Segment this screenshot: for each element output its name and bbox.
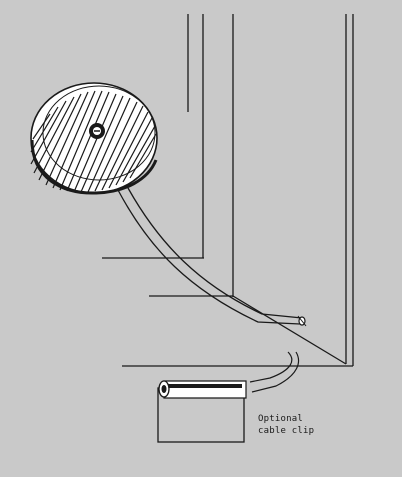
cable-clip-label-line1: Optional: [258, 414, 303, 424]
bell-push-button: [30, 82, 158, 195]
screw-head-icon: [89, 123, 105, 139]
cable-clip-label-line2: cable clip: [258, 426, 315, 436]
cable-clip-label: Optional cable clip: [258, 413, 348, 437]
bell-cable: [117, 187, 303, 325]
cable-clip-detail: [157, 351, 300, 443]
door-frame: [102, 14, 354, 367]
